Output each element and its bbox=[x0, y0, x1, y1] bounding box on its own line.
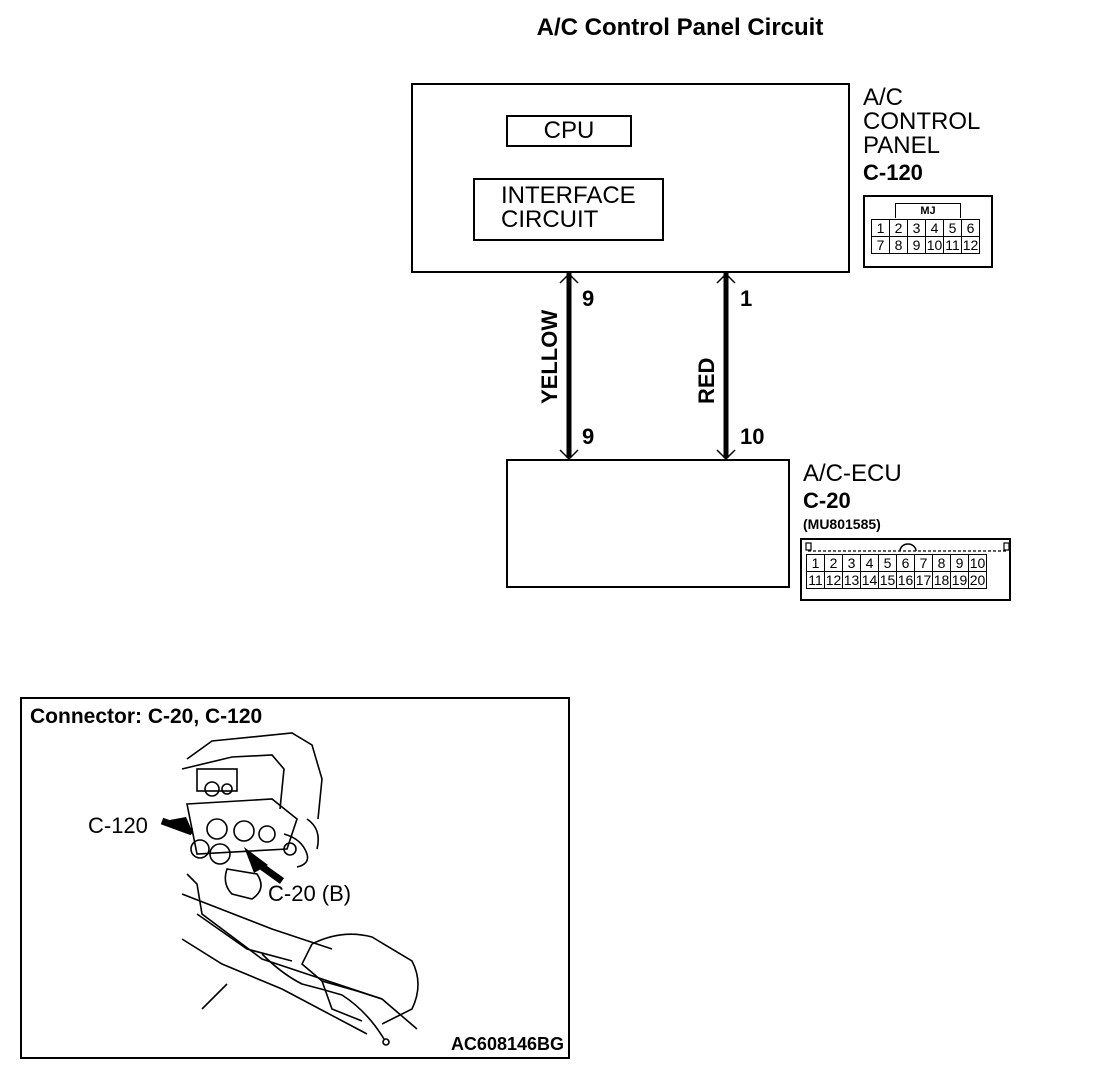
interface-label-line2: CIRCUIT bbox=[501, 206, 599, 233]
c120-pin: 3 bbox=[907, 219, 926, 237]
callout-c20: C-20 (B) bbox=[268, 881, 352, 906]
c20-pin: 14 bbox=[860, 571, 879, 589]
c120-connector-key: MJ bbox=[895, 203, 961, 218]
red-wire-bottom-pin: 10 bbox=[740, 424, 765, 449]
cpu-label: CPU bbox=[543, 117, 595, 144]
red-wire-top-pin: 1 bbox=[740, 286, 753, 311]
control-panel-label: A/C CONTROL PANEL C-120 bbox=[863, 86, 980, 186]
c20-pin: 5 bbox=[878, 554, 897, 572]
red-wire-color-label: RED bbox=[694, 357, 719, 404]
control-panel-label-line1: A/C bbox=[863, 84, 904, 111]
ecu-part-number: (MU801585) bbox=[803, 516, 881, 532]
cpu-box: CPU bbox=[506, 115, 632, 147]
c20-pin: 6 bbox=[896, 554, 915, 572]
c120-pin: 12 bbox=[961, 236, 980, 254]
c20-pin: 2 bbox=[824, 554, 843, 572]
yellow-wire-color-label: YELLOW bbox=[537, 309, 562, 404]
c20-pin: 13 bbox=[842, 571, 861, 589]
c120-pin: 2 bbox=[889, 219, 908, 237]
c120-pin: 5 bbox=[943, 219, 962, 237]
c120-connector-face: MJ 1 2 3 4 5 6 7 8 9 10 11 12 bbox=[863, 195, 993, 268]
c120-pin: 7 bbox=[871, 236, 890, 254]
c120-pin: 9 bbox=[907, 236, 926, 254]
c20-pin: 3 bbox=[842, 554, 861, 572]
c20-connector-latch bbox=[805, 542, 1010, 552]
c20-pin: 12 bbox=[824, 571, 843, 589]
c20-pin: 20 bbox=[968, 571, 987, 589]
connector-location-title: Connector: C-20, C-120 bbox=[30, 705, 263, 728]
c20-pin-grid: 1 2 3 4 5 6 7 8 9 10 11 12 13 14 15 16 1… bbox=[806, 554, 987, 589]
c20-pin: 16 bbox=[896, 571, 915, 589]
c20-pin: 18 bbox=[932, 571, 951, 589]
control-panel-label-line3: PANEL bbox=[863, 132, 940, 159]
figure-code: AC608146BG bbox=[450, 1034, 564, 1054]
c20-pin: 10 bbox=[968, 554, 987, 572]
c20-pin: 17 bbox=[914, 571, 933, 589]
yellow-wire-bottom-pin: 9 bbox=[582, 424, 595, 449]
ecu-box bbox=[506, 459, 790, 588]
connector-location-frame: Connector: C-20, C-120 bbox=[20, 697, 570, 1059]
c20-connector-face: 1 2 3 4 5 6 7 8 9 10 11 12 13 14 15 16 1… bbox=[800, 538, 1011, 601]
c120-pin: 1 bbox=[871, 219, 890, 237]
control-panel-label-line2: CONTROL bbox=[863, 108, 981, 135]
c120-pin: 10 bbox=[925, 236, 944, 254]
center-console-illustration bbox=[160, 732, 419, 1046]
control-panel-connector-id: C-120 bbox=[863, 160, 923, 185]
interface-label-line1: INTERFACE bbox=[501, 182, 636, 209]
c20-pin: 19 bbox=[950, 571, 969, 589]
c120-pin-grid: 1 2 3 4 5 6 7 8 9 10 11 12 bbox=[871, 219, 980, 254]
c20-pin: 7 bbox=[914, 554, 933, 572]
interface-circuit-box: INTERFACE CIRCUIT bbox=[473, 178, 664, 241]
c120-pin: 4 bbox=[925, 219, 944, 237]
c120-pin: 8 bbox=[889, 236, 908, 254]
c20-pin: 4 bbox=[860, 554, 879, 572]
c20-pin: 9 bbox=[950, 554, 969, 572]
ecu-label: A/C-ECU bbox=[803, 460, 902, 487]
c20-pin: 1 bbox=[806, 554, 825, 572]
c120-pin: 6 bbox=[961, 219, 980, 237]
c120-pin: 11 bbox=[943, 236, 962, 254]
yellow-wire-top-pin: 9 bbox=[582, 286, 595, 311]
c20-pin: 8 bbox=[932, 554, 951, 572]
c20-pin: 15 bbox=[878, 571, 897, 589]
ecu-label-block: A/C-ECU C-20 (MU801585) bbox=[803, 460, 902, 533]
ecu-connector-id: C-20 bbox=[803, 488, 851, 513]
diagram-title: A/C Control Panel Circuit bbox=[536, 14, 824, 41]
callout-c120: C-120 bbox=[88, 813, 148, 838]
c20-pin: 11 bbox=[806, 571, 825, 589]
